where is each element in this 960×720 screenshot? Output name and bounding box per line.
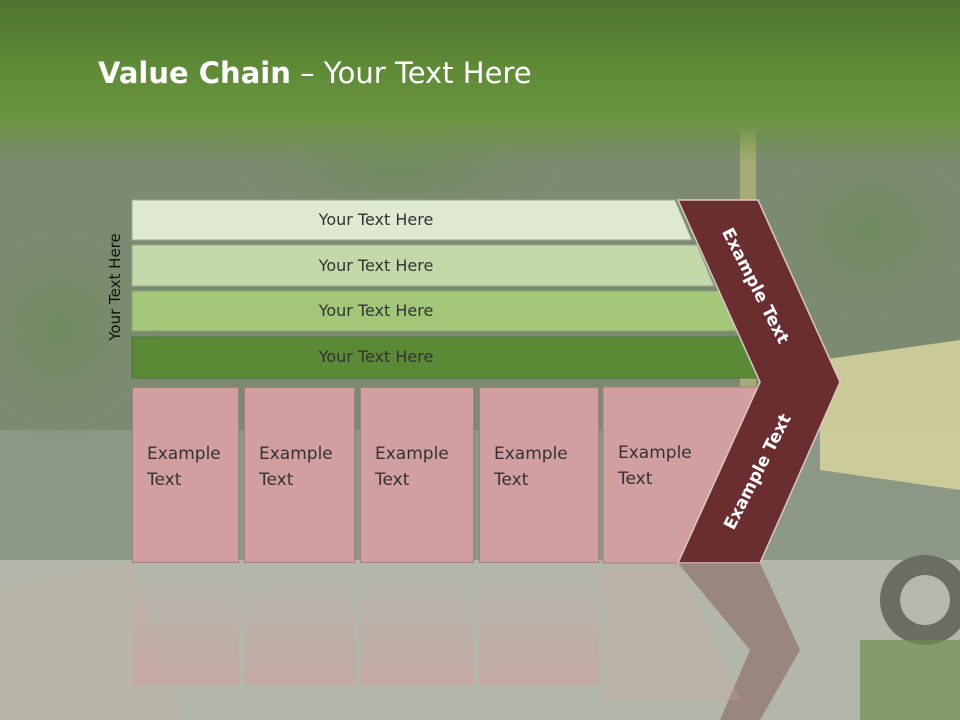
box-1-line1: Example bbox=[147, 444, 221, 464]
bar-4-label: Your Text Here bbox=[318, 347, 434, 366]
title-rest: – Your Text Here bbox=[290, 56, 532, 90]
box-2-line1: Example bbox=[259, 444, 333, 464]
bar-3-label: Your Text Here bbox=[318, 301, 434, 320]
chevron-reflection bbox=[678, 563, 800, 720]
bar-2-label: Your Text Here bbox=[318, 256, 434, 275]
title-bold: Value Chain bbox=[98, 56, 291, 90]
box-4-line2: Text bbox=[494, 470, 529, 490]
page-title: Value Chain – Your Text Here bbox=[98, 56, 532, 90]
box-2-reflection bbox=[244, 565, 355, 685]
bar-3: Your Text Here bbox=[132, 291, 692, 330]
box-1-reflection bbox=[132, 565, 239, 685]
box-4-reflection bbox=[479, 565, 599, 685]
box-1-line2: Text bbox=[147, 470, 182, 490]
bar-1: Your Text Here bbox=[132, 200, 692, 239]
box-5-line1: Example bbox=[618, 443, 692, 463]
box-3-reflection bbox=[360, 565, 474, 685]
box-3-line1: Example bbox=[375, 444, 449, 464]
box-3-line2: Text bbox=[375, 470, 410, 490]
box-5-reflection bbox=[603, 565, 740, 700]
box-2-line2: Text bbox=[259, 470, 294, 490]
bar-2: Your Text Here bbox=[132, 246, 692, 285]
box-5-line2: Text bbox=[618, 469, 653, 489]
bar-1-shape bbox=[131, 199, 693, 241]
bar-4: Your Text Here bbox=[132, 337, 692, 376]
bar-1-label: Your Text Here bbox=[318, 210, 434, 229]
bar-2-shape bbox=[131, 244, 715, 287]
title-bar bbox=[0, 0, 960, 165]
box-4-line1: Example bbox=[494, 444, 568, 464]
chevron-shape bbox=[676, 199, 841, 564]
